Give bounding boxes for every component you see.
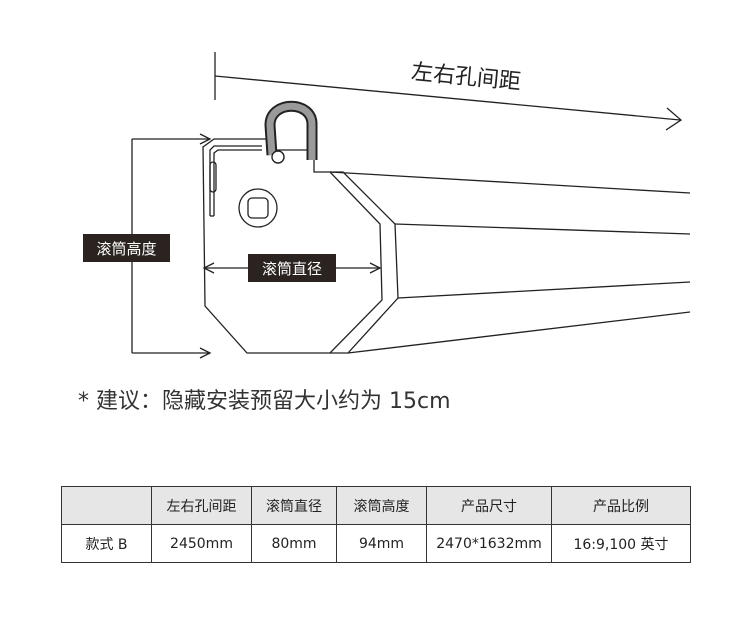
table-header-row: 左右孔间距 滚筒直径 滚筒高度 产品尺寸 产品比例: [61, 486, 691, 525]
table-header-cell: 产品尺寸: [426, 486, 552, 525]
hole-spacing-dimension: [214, 52, 683, 131]
table-header-cell: 产品比例: [551, 486, 691, 525]
installation-note: * 建议：隐藏安装预留大小约为 15cm: [78, 389, 451, 414]
tube-body: [329, 171, 691, 354]
table-header-cell: 滚筒直径: [251, 486, 337, 525]
table-header-cell: 滚筒高度: [336, 486, 427, 525]
table-cell: 2450mm: [151, 524, 252, 563]
tube-diameter-label: 滚筒直径: [262, 260, 322, 278]
table-cell: 94mm: [336, 524, 427, 563]
table-header-cell: 左右孔间距: [151, 486, 252, 525]
table-cell: 款式 B: [61, 524, 152, 563]
spec-table: 左右孔间距 滚筒直径 滚筒高度 产品尺寸 产品比例 款式 B 2450mm 80…: [61, 486, 691, 563]
table-cell: 2470*1632mm: [426, 524, 552, 563]
hole-spacing-label: 左右孔间距: [410, 60, 522, 95]
tube-diameter-label-box: [248, 254, 336, 282]
table-row: 款式 B 2450mm 80mm 94mm 2470*1632mm 16:9,1…: [61, 524, 691, 563]
tube-diameter-dimension: [202, 262, 382, 274]
hanging-hook-icon: [264, 100, 318, 164]
table-cell: 80mm: [251, 524, 337, 563]
table-cell: 16:9,100 英寸: [551, 524, 691, 563]
tube-height-label-box: [83, 234, 170, 262]
end-cap: [202, 138, 383, 354]
table-header-cell: [61, 486, 152, 525]
tube-height-label: 滚筒高度: [96, 240, 156, 258]
